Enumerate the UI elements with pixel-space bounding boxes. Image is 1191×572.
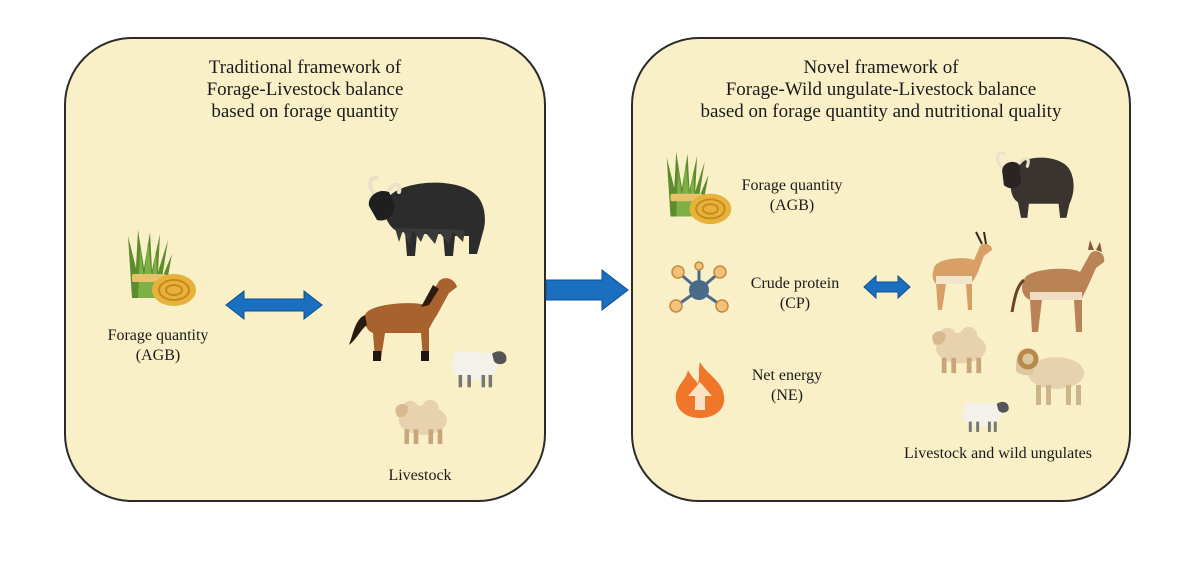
sheep-icon [395,399,447,445]
sheep-icon [451,350,507,388]
hay-bundle-icon [127,229,197,307]
forage-quantity-label: Forage quantity (AGB) [741,177,843,214]
gazelle-icon [932,231,992,310]
livestock-and-wild-ungulates-label: Livestock and wild ungulates [904,445,1092,462]
flame-icon [675,362,725,418]
sheep-icon [932,326,986,374]
yak-icon [366,175,487,258]
double-arrow-icon [863,274,911,300]
sheep-icon [962,401,1009,432]
transition-arrow-icon [545,268,629,312]
forage-quantity-label: Forage quantity (AGB) [107,327,209,364]
title-line: Forage-Wild ungulate-Livestock balance [725,79,1037,100]
title-line: based on forage quantity and nutritional… [700,101,1062,122]
net-energy-label: Net energy (NE) [751,367,823,404]
title-line: Traditional framework of [208,57,402,78]
yak-icon [995,151,1074,218]
livestock-label: Livestock [388,467,452,484]
novel-title: Novel framework of Forage-Wild ungulate-… [633,57,1129,123]
horse-icon [349,278,457,361]
title-line: based on forage quantity [211,101,399,122]
title-line: Novel framework of [803,57,959,78]
wild-ass-icon [1010,240,1105,332]
crude-protein-label: Crude protein (CP) [750,275,840,312]
traditional-title: Traditional framework of Forage-Livestoc… [66,57,544,123]
molecule-icon [669,261,729,313]
argali-icon [1016,348,1084,405]
double-arrow-icon [225,289,323,321]
title-line: Forage-Livestock balance [206,79,404,100]
